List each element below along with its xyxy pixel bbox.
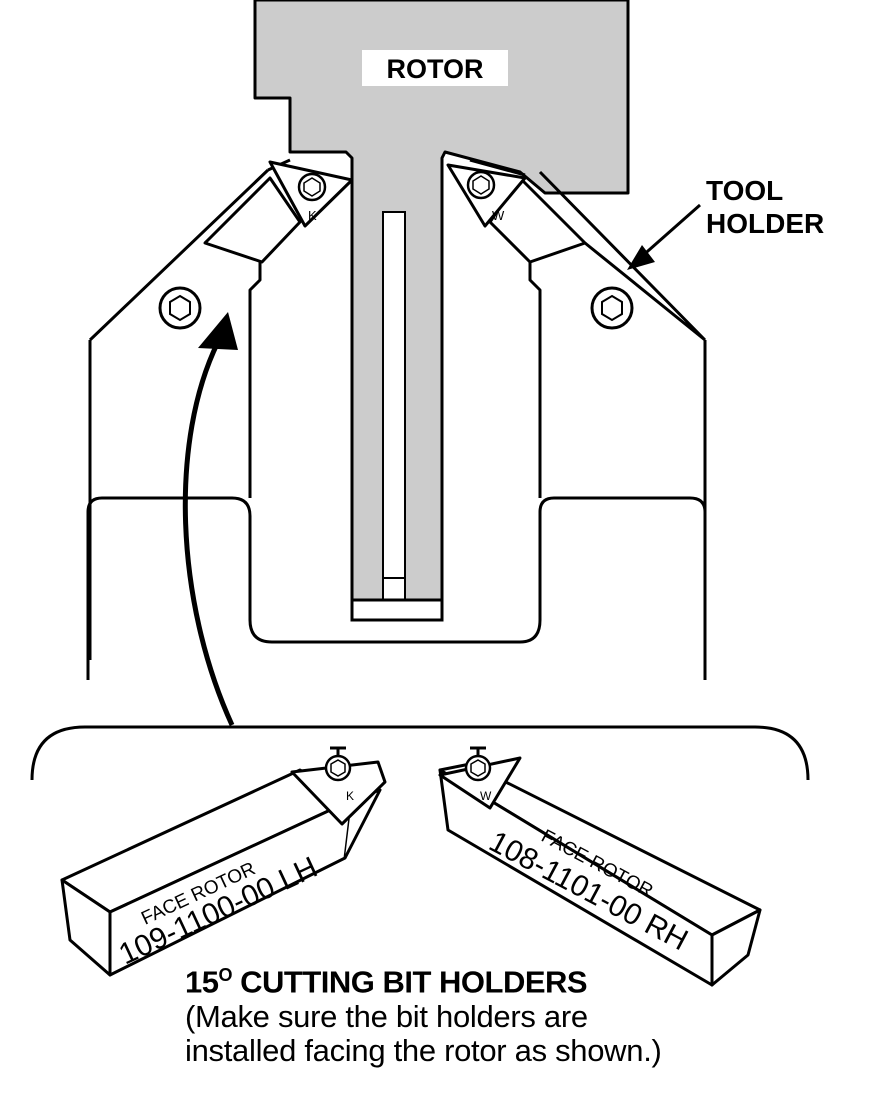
caption-title: 15O CUTTING BIT HOLDERS bbox=[185, 957, 885, 1000]
left-mounted-bit-holder bbox=[203, 176, 302, 264]
left-insert-screw-hex bbox=[303, 177, 321, 197]
rotor-label-box bbox=[362, 50, 508, 86]
left-bit-holder bbox=[60, 746, 387, 977]
tool-holder-label-line1: TOOL bbox=[706, 175, 783, 206]
right-insert-screw-hex bbox=[472, 175, 490, 195]
tool-holder-label-line2: HOLDER bbox=[706, 208, 824, 239]
rotor-shaft-base bbox=[350, 598, 444, 622]
left-holder-screw bbox=[158, 286, 202, 330]
left-insert-screw bbox=[297, 172, 327, 202]
right-bit-holder-mark: W bbox=[480, 789, 492, 803]
right-holder-screw bbox=[590, 286, 634, 330]
caption-degree-value: 15 bbox=[185, 964, 219, 1000]
left-bit-holder-mark: K bbox=[346, 789, 354, 803]
caption: 15O CUTTING BIT HOLDERS (Make sure the b… bbox=[185, 957, 885, 1068]
tool-holder-arrowhead bbox=[627, 245, 655, 270]
rotor-slot bbox=[382, 211, 406, 603]
right-insert-screw bbox=[466, 170, 496, 200]
caption-line-3: installed facing the rotor as shown.) bbox=[185, 1033, 662, 1069]
insertion-arrow-curve bbox=[182, 340, 235, 727]
caption-degree-symbol: O bbox=[218, 965, 232, 985]
tool-holder-leader-line bbox=[639, 203, 701, 260]
left-holder-screw-hex bbox=[169, 294, 191, 322]
left-mounted-insert-mark: K bbox=[308, 208, 317, 223]
insertion-arrow-head bbox=[198, 312, 238, 350]
rotor-label: ROTOR bbox=[386, 54, 483, 84]
right-holder-screw-hex bbox=[601, 294, 623, 322]
caption-title-rest: CUTTING BIT HOLDERS bbox=[232, 964, 588, 1000]
bit-holders-bracket bbox=[30, 725, 810, 781]
right-mounted-insert-mark: W bbox=[492, 208, 505, 223]
right-bit-holder bbox=[438, 746, 762, 987]
caption-line-2: (Make sure the bit holders are bbox=[185, 999, 588, 1035]
rotor-body bbox=[253, 0, 630, 602]
carriage-housing bbox=[86, 496, 707, 680]
